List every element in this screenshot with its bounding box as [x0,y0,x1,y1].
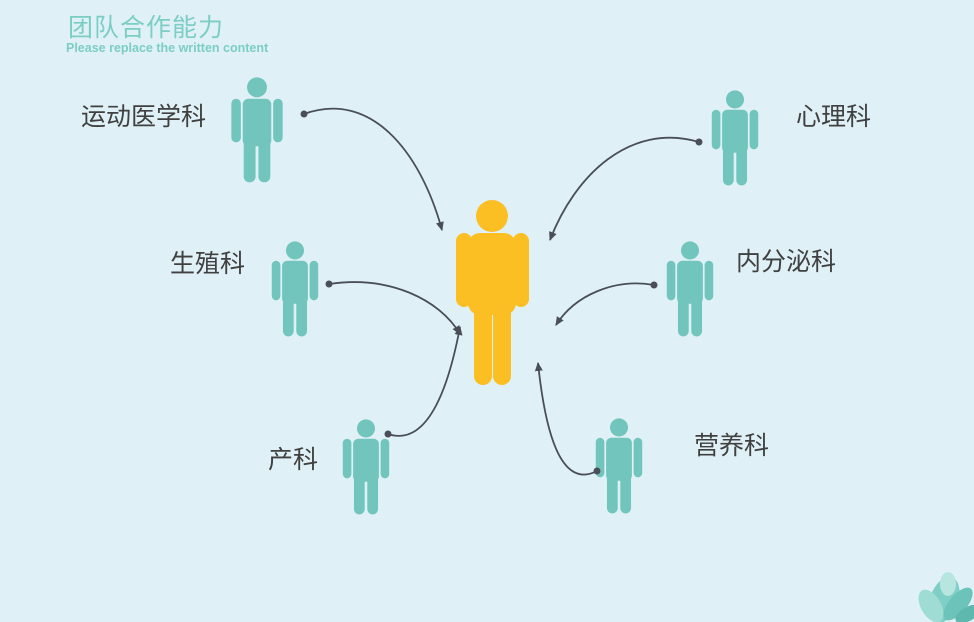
label-reproductive: 生殖科 [170,249,246,278]
arrow-start-dot [695,138,703,146]
label-obstetrics: 产科 [268,445,319,474]
arrow-start-dot [325,280,333,288]
arrow-start-dot [593,467,601,475]
page-title: 团队合作能力 [68,13,225,42]
arrow-reproductive [328,281,461,335]
obstetrics-person-icon [342,419,390,515]
arrow-nutrition [534,362,598,476]
arrow-start-dot [300,110,308,118]
label-endocrinology: 内分泌科 [736,247,837,276]
psychology-person-icon [711,90,759,186]
label-nutrition: 营养科 [694,431,770,460]
arrow-sports-medicine [303,107,444,231]
nutrition-person-icon [595,418,643,514]
endocrinology-person-icon [666,241,714,337]
arrow-start-dot [650,281,658,289]
sports-medicine-person-icon [231,77,283,183]
label-sports-medicine: 运动医学科 [81,102,207,131]
arrow-obstetrics [387,326,463,437]
leaf-plant-icon [918,572,974,622]
center-person-icon [456,200,529,385]
page-subtitle: Please replace the written content [66,41,269,55]
reproductive-person-icon [271,241,319,337]
arrow-endocrinology [555,282,655,326]
arrow-psychology [549,136,700,241]
label-psychology: 心理科 [796,102,872,131]
arrow-start-dot [384,430,392,438]
